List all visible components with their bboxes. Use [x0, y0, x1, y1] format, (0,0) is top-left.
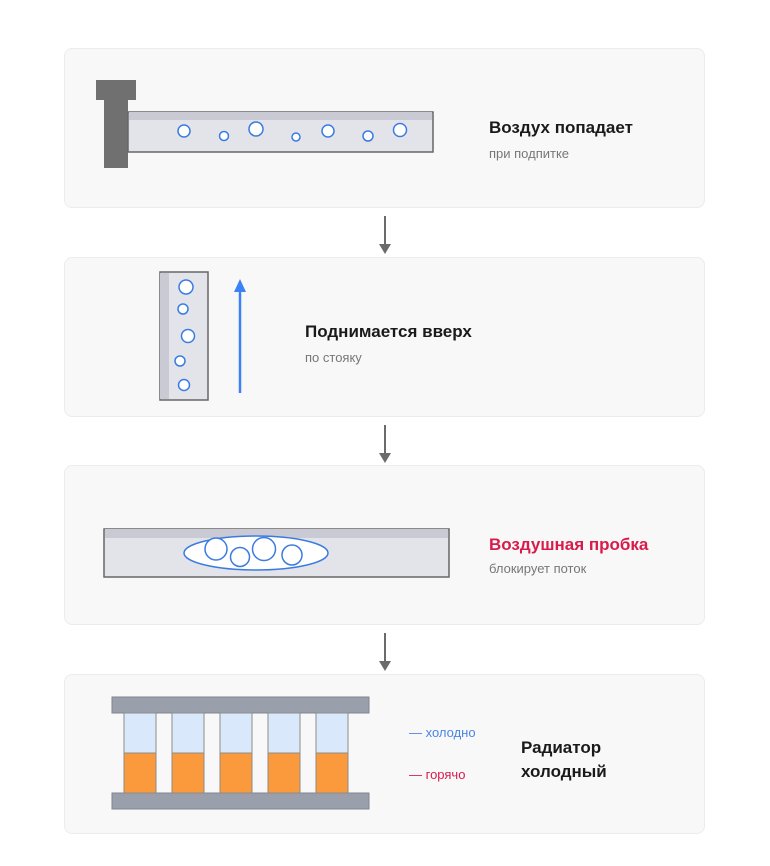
radiator-section-cold: [123, 712, 157, 754]
arrow-up-icon: [234, 279, 246, 393]
radiator-section-cold: [219, 712, 253, 754]
step-2-subtitle: по стояку: [305, 350, 362, 365]
step-4-title: Радиатор холодный: [521, 736, 607, 784]
radiator-section-cold: [171, 712, 205, 754]
step-4-title-line-2: холодный: [521, 762, 607, 781]
flow-arrow-down-icon: [379, 633, 391, 671]
legend-hot: — горячо: [409, 767, 466, 782]
radiator-section-hot: [171, 752, 205, 794]
flow-arrow-down-icon: [379, 216, 391, 254]
step-2-title: Поднимается вверх: [305, 322, 472, 341]
radiator-section-hot: [123, 752, 157, 794]
radiator-section-hot: [267, 752, 301, 794]
radiator-section: [123, 712, 157, 794]
radiator-section-cold: [315, 712, 349, 754]
flow-arrow-down-icon: [379, 425, 391, 463]
step-1-subtitle: при подпитке: [489, 146, 570, 161]
radiator-section-cold: [267, 712, 301, 754]
step-4-title-line-1: Радиатор: [521, 738, 602, 757]
radiator-section: [171, 712, 205, 794]
step-1-title: Воздух попадает: [489, 118, 633, 137]
radiator-section-hot: [315, 752, 349, 794]
legend-cold: — холодно: [409, 725, 476, 740]
radiator-section-hot: [219, 752, 253, 794]
radiator-section: [315, 712, 349, 794]
radiator-section: [267, 712, 301, 794]
step-3-title: Воздушная пробка: [489, 535, 649, 554]
radiator-section: [219, 712, 253, 794]
step-3-subtitle: блокирует поток: [489, 561, 587, 576]
